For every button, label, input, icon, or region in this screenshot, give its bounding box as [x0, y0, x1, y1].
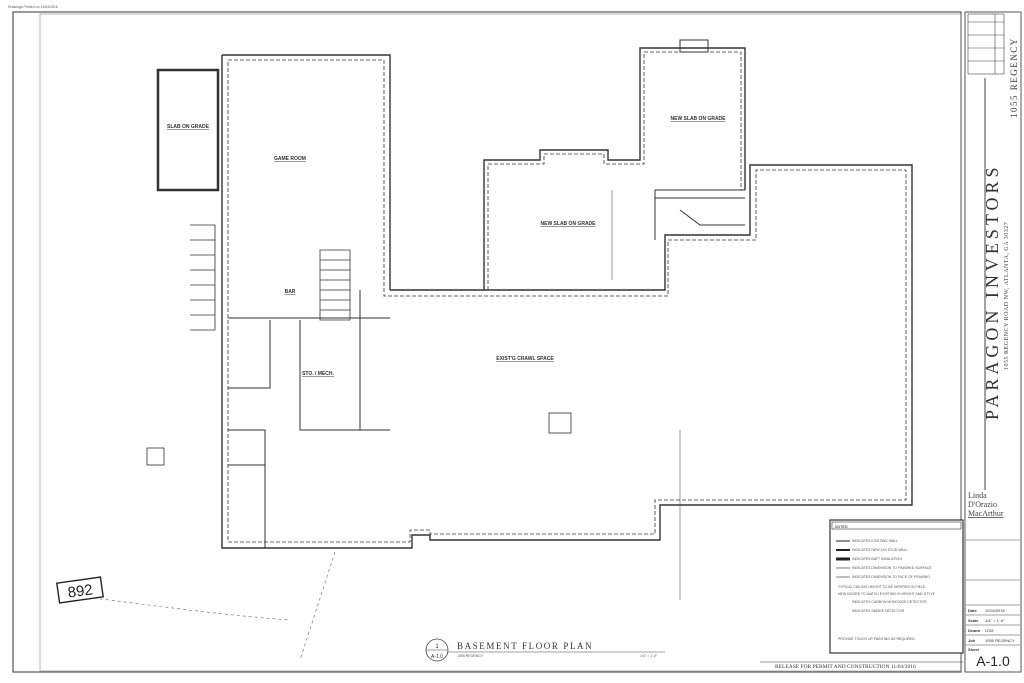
svg-text:MacArthur: MacArthur	[968, 509, 1004, 518]
room-label-crawl-space: EXIST'G CRAWL SPACE	[496, 356, 554, 362]
sheet-border	[12, 11, 962, 673]
svg-text:Sheet: Sheet	[968, 647, 980, 652]
svg-text:INDICATES SMOKE DETECTOR: INDICATES SMOKE DETECTOR	[852, 609, 905, 613]
room-label-game-room: GAME ROOM	[274, 156, 306, 162]
svg-text:NOTES:: NOTES:	[835, 525, 848, 529]
svg-text:BASEMENT FLOOR PLAN: BASEMENT FLOOR PLAN	[457, 641, 593, 651]
svg-text:PROVIDE TOUCH UP PAINTING AS R: PROVIDE TOUCH UP PAINTING AS REQUIRED	[838, 637, 915, 641]
slab-on-grade-area	[156, 68, 220, 192]
dimension-line	[611, 190, 681, 600]
company-name: PARAGON INVESTORS	[982, 163, 1002, 420]
room-label-new-slab: NEW SLAB ON GRADE	[671, 116, 727, 122]
room-label-sto-mech: STO. / MECH.	[302, 371, 334, 377]
outer-wall-dashed	[227, 59, 907, 543]
project-short: 1055 REGENCY	[1009, 37, 1019, 118]
svg-text:11/04/2016: 11/04/2016	[985, 608, 1005, 613]
exterior-pad	[146, 447, 165, 466]
svg-text:1/4" = 1'-0": 1/4" = 1'-0"	[985, 618, 1005, 623]
mech-walls	[228, 290, 390, 431]
svg-text:RELEASE FOR PERMIT AND CONSTRU: RELEASE FOR PERMIT AND CONSTRUCTION 11/0…	[775, 664, 916, 670]
svg-text:NEW DOORS TO MATCH EXISTING IN: NEW DOORS TO MATCH EXISTING IN HEIGHT AN…	[838, 592, 936, 596]
svg-text:1/4" = 1'-0": 1/4" = 1'-0"	[640, 654, 658, 658]
svg-text:Scale: Scale	[968, 618, 979, 623]
elevation-tag: 892	[56, 576, 104, 604]
svg-text:A-1.0: A-1.0	[431, 654, 443, 660]
title-block: 1055 REGENCY PARAGON INVESTORS 1055 REGE…	[966, 13, 1020, 669]
plan-title: 1 A-1.0 BASEMENT FLOOR PLAN 1055 REGENCY…	[425, 638, 665, 662]
notes-box: NOTES: INDICATES EXISTING WALL INDICATES…	[760, 519, 964, 670]
svg-text:Drawn: Drawn	[968, 628, 981, 633]
drawing-border	[39, 13, 962, 672]
room-label-new-slab: NEW SLAB ON GRADE	[541, 221, 597, 227]
room-label-bar: BAR	[285, 289, 296, 295]
svg-text:Linda: Linda	[968, 491, 987, 500]
svg-text:INDICATES DIMENSION TO FACE OF: INDICATES DIMENSION TO FACE OF FRAMING	[852, 575, 930, 579]
crawl-access	[548, 412, 572, 434]
svg-text:Job: Job	[968, 638, 976, 643]
project-address: 1055 REGENCY ROAD NW, ATLANTA, GA 30327	[1004, 222, 1010, 370]
floor-plan	[69, 39, 913, 661]
svg-text:LDM: LDM	[985, 628, 993, 633]
svg-text:892: 892	[67, 581, 94, 601]
title-block-border	[964, 11, 1022, 673]
outer-wall	[221, 55, 913, 549]
stair	[319, 249, 351, 321]
game-room-walls	[222, 54, 391, 290]
porch	[654, 189, 745, 240]
sheet-number: A-1.0	[976, 653, 1010, 669]
svg-text:D'Orazio: D'Orazio	[968, 500, 997, 509]
room-label-slab-on-grade: SLAB ON GRADE	[167, 124, 210, 130]
chimney	[679, 39, 709, 53]
svg-text:TYPICAL CEILING HEIGHT TO BE V: TYPICAL CEILING HEIGHT TO BE VERIFIED IN…	[838, 585, 926, 589]
svg-text:INDICATES NEW 2X4 STUD WALL: INDICATES NEW 2X4 STUD WALL	[852, 548, 908, 552]
svg-text:INDICATES EXISTING WALL: INDICATES EXISTING WALL	[852, 539, 898, 543]
svg-text:1055 REGENCY: 1055 REGENCY	[457, 654, 484, 658]
grade-line	[69, 551, 336, 661]
svg-text:1: 1	[435, 644, 439, 650]
svg-text:Date: Date	[968, 608, 977, 613]
print-note: Drawings Printed on 11/04/2016	[8, 5, 58, 9]
bath-walls	[228, 429, 266, 548]
exterior-stair	[190, 224, 216, 331]
new-slab-wall	[483, 47, 746, 290]
svg-text:INDICATES CARBON MONOXIDE DETE: INDICATES CARBON MONOXIDE DETECTOR	[852, 600, 927, 604]
svg-text:INDICATES DIMENSION TO FINISHE: INDICATES DIMENSION TO FINISHED SURFACE	[852, 566, 932, 570]
svg-text:1055 REGENCY: 1055 REGENCY	[985, 638, 1015, 643]
svg-text:INDICATES BATT INSULATION: INDICATES BATT INSULATION	[852, 557, 902, 561]
new-slab-wall-dashed	[487, 51, 742, 290]
